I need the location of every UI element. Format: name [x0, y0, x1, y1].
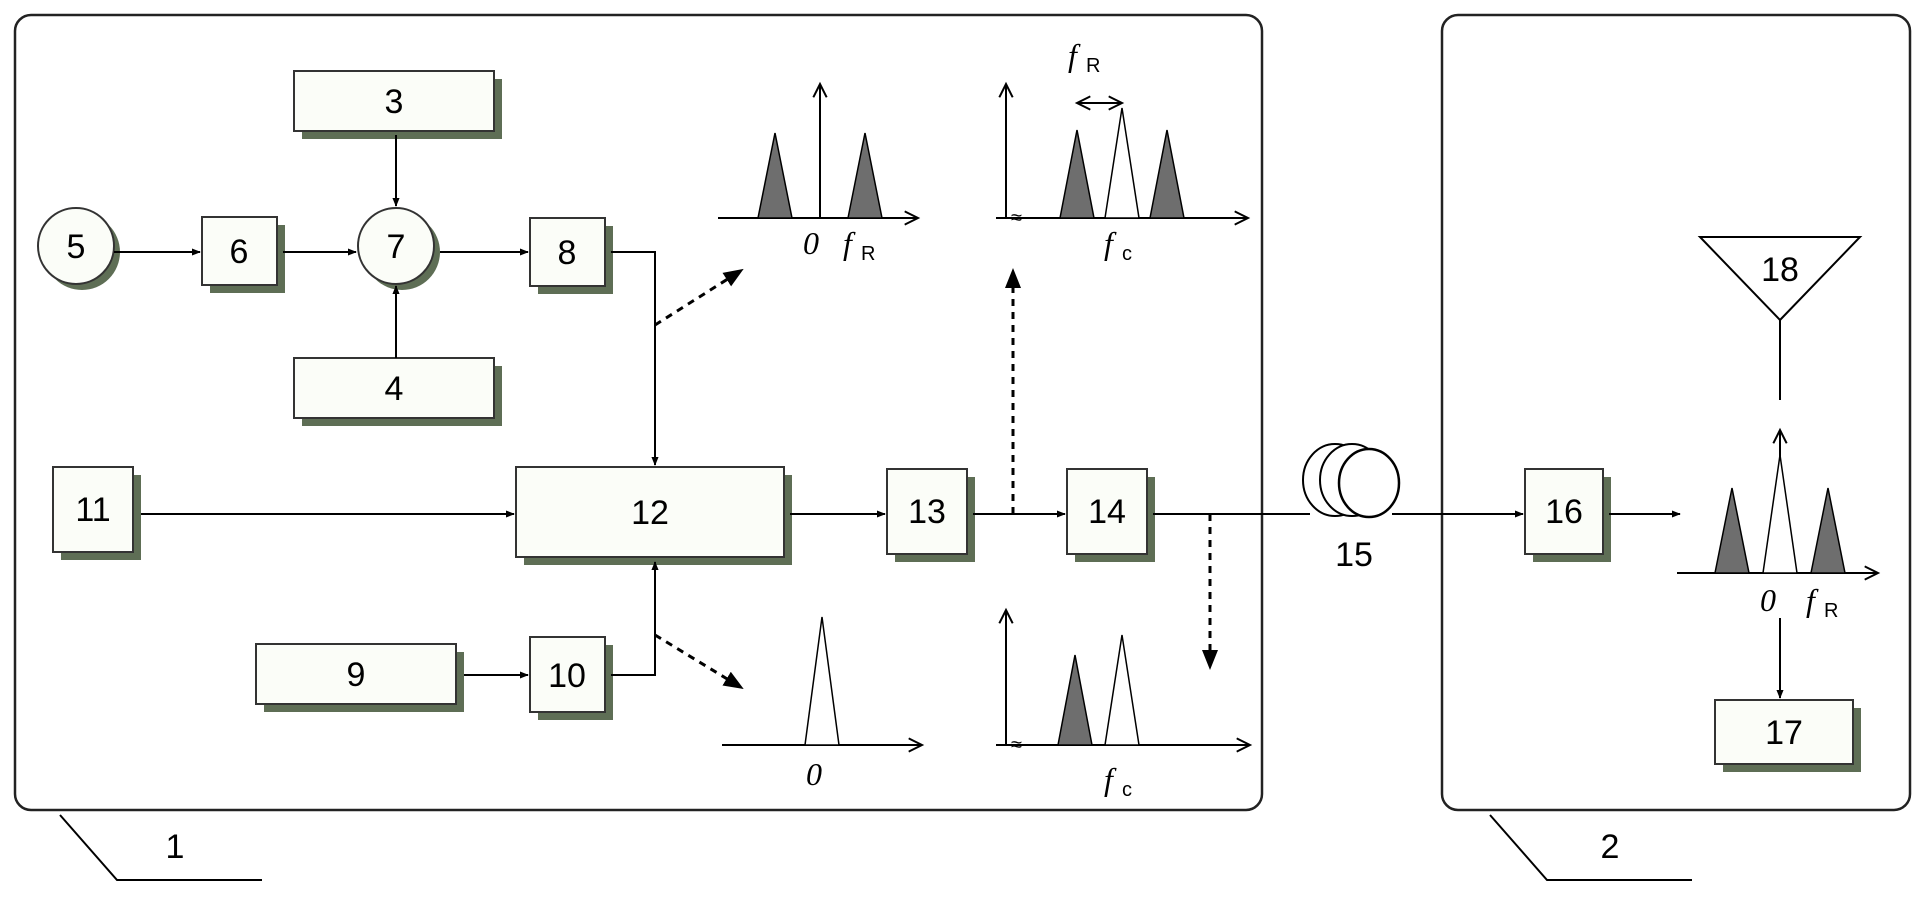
svg-text:17: 17 — [1765, 714, 1803, 752]
block-11: 11 — [52, 466, 141, 560]
spectrum-reference-baseband: 0 — [722, 616, 922, 792]
svg-text:13: 13 — [908, 493, 946, 531]
wire-10-to-12 — [611, 561, 659, 676]
zero-label: 0 — [1760, 582, 1776, 618]
svg-text:16: 16 — [1545, 493, 1583, 531]
block-13: 13 — [886, 468, 975, 562]
block-3: 3 — [293, 70, 502, 139]
zero-label: 0 — [806, 756, 822, 792]
spectrum-optical-modulated: ≈ f R f c — [996, 37, 1248, 265]
unit-1-label: 1 — [166, 828, 185, 866]
svg-text:4: 4 — [385, 370, 404, 408]
svg-text:c: c — [1122, 779, 1132, 801]
carrier-peak — [1762, 454, 1798, 574]
dark-peak — [1059, 129, 1095, 219]
block-5-source: 5 — [37, 207, 120, 290]
svg-text:18: 18 — [1761, 251, 1799, 289]
block-17: 17 — [1714, 699, 1861, 772]
carrier-peak — [1104, 107, 1140, 219]
dark-peak — [1714, 487, 1750, 574]
probe-arrow-after-8 — [654, 268, 744, 327]
svg-text:R: R — [861, 243, 875, 265]
block-10: 10 — [529, 636, 613, 720]
probe-arrow-after-10 — [654, 633, 744, 690]
dark-peak — [1149, 129, 1185, 219]
unit-2-leader — [1489, 814, 1692, 881]
transmitter-unit-panel — [13, 13, 1264, 812]
block-14: 14 — [1066, 468, 1155, 562]
carrier-peak — [1104, 634, 1140, 746]
svg-text:8: 8 — [558, 234, 577, 272]
block-9: 9 — [255, 643, 464, 712]
fiber-spool-15: 15 — [1302, 443, 1401, 574]
block-12: 12 — [515, 466, 792, 565]
block-16: 16 — [1524, 468, 1611, 562]
svg-text:7: 7 — [387, 228, 406, 266]
svg-text:3: 3 — [385, 83, 404, 121]
axis-break-icon: ≈ — [1011, 734, 1022, 756]
wire-8-to-12 — [611, 251, 659, 466]
svg-text:5: 5 — [67, 228, 86, 266]
svg-text:6: 6 — [230, 233, 249, 271]
carrier-peak — [804, 616, 840, 746]
spectrum-optical-carrier: ≈ f c — [996, 610, 1250, 801]
svg-text:12: 12 — [631, 494, 669, 532]
svg-text:R: R — [1086, 55, 1100, 77]
svg-text:10: 10 — [548, 657, 586, 695]
block-4: 4 — [293, 357, 502, 426]
zero-label: 0 — [803, 225, 819, 261]
antenna-18: 18 — [1697, 236, 1863, 400]
block-6: 6 — [201, 216, 285, 293]
unit-1-leader — [59, 814, 262, 881]
dark-peak — [1057, 654, 1093, 746]
axis-break-icon: ≈ — [1011, 207, 1022, 229]
dark-peak — [847, 132, 883, 219]
unit-2-label: 2 — [1601, 828, 1620, 866]
dark-peak — [1810, 487, 1846, 574]
fiber-spool-label: 15 — [1335, 536, 1373, 574]
svg-text:14: 14 — [1088, 493, 1126, 531]
svg-text:11: 11 — [75, 491, 110, 529]
block-8: 8 — [529, 217, 613, 294]
dark-peak — [757, 132, 793, 219]
receiver-unit-panel — [1440, 13, 1912, 812]
svg-text:c: c — [1122, 243, 1132, 265]
block-7-mixer: 7 — [357, 207, 440, 290]
svg-text:R: R — [1824, 600, 1838, 622]
svg-text:9: 9 — [347, 656, 366, 694]
